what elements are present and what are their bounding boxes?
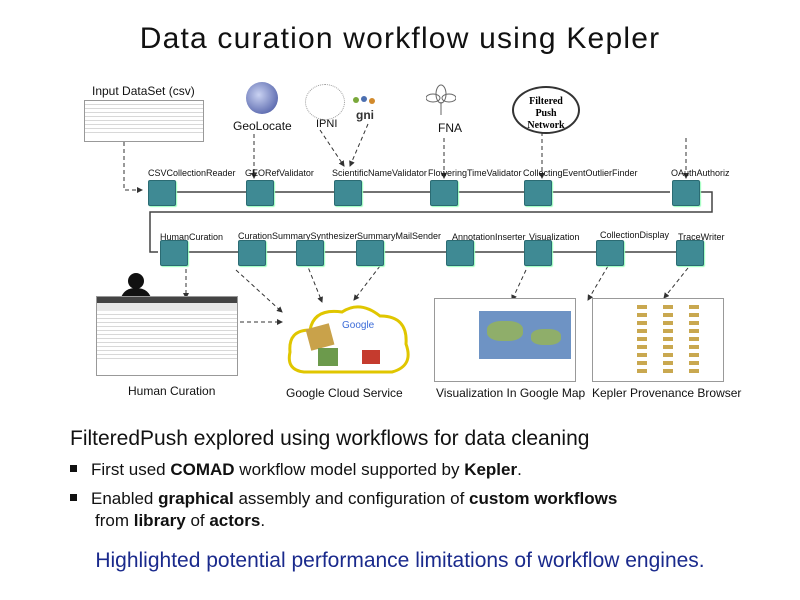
actor-scientificnamevalidator[interactable] <box>334 180 362 206</box>
actor-label-georefvalidator: GEORefValidator <box>245 168 314 178</box>
actor-oauthauthoriz[interactable] <box>672 180 700 206</box>
actor-label-summarymailsender: SummaryMailSender <box>357 231 442 241</box>
actor-label-curationsummarysynthesizer: CurationSummarySynthesizer <box>238 231 358 241</box>
slide-title: Data curation workflow using Kepler <box>139 22 661 55</box>
filtered-push-network-label: Filtered Push Network <box>527 96 565 131</box>
actor-label-tracewriter: TraceWriter <box>678 232 725 242</box>
actor-label-visualization: Visualization <box>529 232 580 242</box>
gni-logo-icon <box>352 96 376 110</box>
actor-collectingeventoutlierfinder[interactable] <box>524 180 552 206</box>
provenance-browser-label: Kepler Provenance Browser <box>592 386 742 400</box>
human-curation-label: Human Curation <box>128 384 216 398</box>
bullet-square-icon <box>70 494 77 501</box>
provenance-browser-screenshot <box>592 298 724 382</box>
bottom-highlight-text: Highlighted potential performance limita… <box>95 549 705 572</box>
google-cloud-label: Google Cloud Service <box>286 386 403 400</box>
ipni-label: IPNI <box>316 118 338 130</box>
actor-label-humancuration: HumanCuration <box>160 232 224 242</box>
actor-label-oauthauthoriz: OAuthAuthoriz <box>671 168 730 178</box>
ipni-logo-icon <box>305 84 345 120</box>
actor-label-collectingeventoutlierfinder: CollectingEventOutlierFinder <box>523 168 638 178</box>
geolocate-label: GeoLocate <box>233 119 292 133</box>
actor-label-floweringtimevalidator: FloweringTimeValidator <box>428 168 522 178</box>
human-curation-screenshot <box>96 296 238 376</box>
actor-humancuration[interactable] <box>160 240 188 266</box>
actor-summarymailsender[interactable] <box>356 240 384 266</box>
actor-label-csvcollectionreader: CSVCollectionReader <box>148 168 236 178</box>
bullet-item: Enabled graphical assembly and configura… <box>70 488 617 532</box>
google-cloud-shape <box>284 300 414 380</box>
slide-subtitle: FilteredPush explored using workflows fo… <box>70 427 590 450</box>
actor-annotationinserter[interactable] <box>446 240 474 266</box>
actor-georefvalidator[interactable] <box>246 180 274 206</box>
actor-tracewriter[interactable] <box>676 240 704 266</box>
bullet-item: First used COMAD workflow model supporte… <box>70 459 522 481</box>
actor-floweringtimevalidator[interactable] <box>430 180 458 206</box>
actor-csvcollectionreader[interactable] <box>148 180 176 206</box>
fna-flower-icon <box>425 84 457 116</box>
input-dataset-label: Input DataSet (csv) <box>92 84 195 98</box>
actor-curation-helper[interactable] <box>296 240 324 266</box>
google-map-label: Visualization In Google Map <box>436 386 586 400</box>
bullet-square-icon <box>70 465 77 472</box>
input-csv-thumbnail <box>84 100 204 142</box>
geolocate-globe-icon <box>246 82 278 114</box>
actor-curationsummarysynthesizer[interactable] <box>238 240 266 266</box>
actor-visualization[interactable] <box>524 240 552 266</box>
filtered-push-network-cloud: Filtered Push Network <box>512 86 580 134</box>
actor-label-collectiondisplay: CollectionDisplay <box>600 230 670 240</box>
google-map-screenshot <box>434 298 576 382</box>
actor-collectiondisplay[interactable] <box>596 240 624 266</box>
google-logo-text: Google <box>342 320 375 331</box>
actor-label-scientificnamevalidator: ScientificNameValidator <box>332 168 427 178</box>
actor-label-annotationinserter: AnnotationInserter <box>452 232 526 242</box>
gni-label: gni <box>356 108 374 122</box>
fna-label: FNA <box>438 121 462 135</box>
